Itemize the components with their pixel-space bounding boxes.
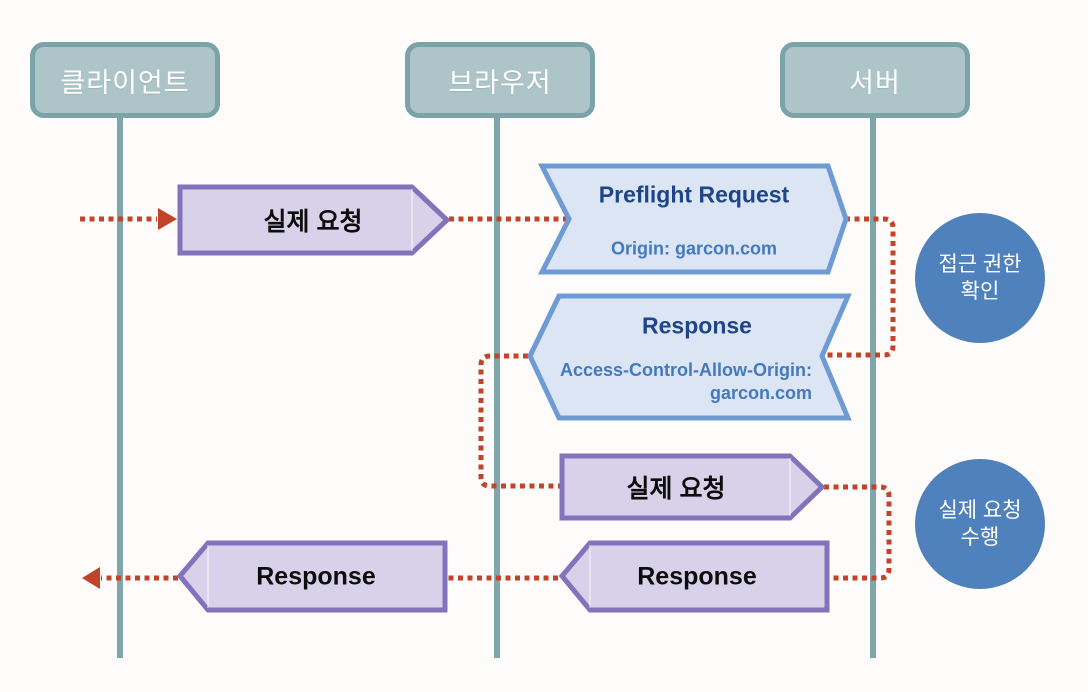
label-check-permission-line1: 접근 권한 [938,253,1022,276]
banner-response-to-client [176,540,448,613]
label-perform-request: 실제 요청 수행 [938,497,1021,551]
label-preflight-response-detail: Access-Control-Allow-Origin: garcon.com [560,359,812,405]
banner-real-request-mid [559,453,826,521]
label-response-to-browser: Response [637,562,757,591]
actor-box-server: 서버 [780,42,970,118]
label-real-request-top: 실제 요청 [263,208,363,236]
actor-box-client: 클라이언트 [30,42,220,118]
label-response-to-client: Response [256,562,376,591]
actor-label-client: 클라이언트 [60,67,190,98]
label-preflight-response-title: Response [642,312,752,339]
actor-box-browser: 브라우저 [405,42,595,118]
label-preflight-response-detail-line2: garcon.com [709,383,812,403]
label-perform-request-line2: 수행 [960,526,1000,549]
actor-label-server: 서버 [849,67,901,98]
annotation-circle-check-permission [915,213,1045,343]
banner-real-request-top [177,184,451,256]
annotation-circle-perform-request [915,459,1045,589]
dotted-line-response-to-real-request-mid [478,353,560,489]
label-preflight-request-title: Preflight Request [598,181,790,208]
label-preflight-response-detail-line1: Access-Control-Allow-Origin: [559,360,812,380]
arrowhead-to-client-icon [82,567,100,589]
label-check-permission-line2: 확인 [960,280,1000,303]
arrowhead-into-real-request-icon [158,208,177,230]
actor-label-browser: 브라우저 [448,67,552,98]
banner-response-to-browser [558,540,830,613]
label-preflight-request-detail: Origin: garcon.com [610,238,778,259]
label-real-request-mid: 실제 요청 [626,475,726,503]
label-check-permission: 접근 권한 확인 [938,251,1021,305]
label-perform-request-line1: 실제 요청 [938,499,1022,522]
dotted-line-real-request-mid-to-response-browser [824,484,892,581]
dotted-line-preflight-to-response [826,216,896,358]
banner-preflight-request [537,163,849,275]
banner-preflight-response [527,293,852,421]
